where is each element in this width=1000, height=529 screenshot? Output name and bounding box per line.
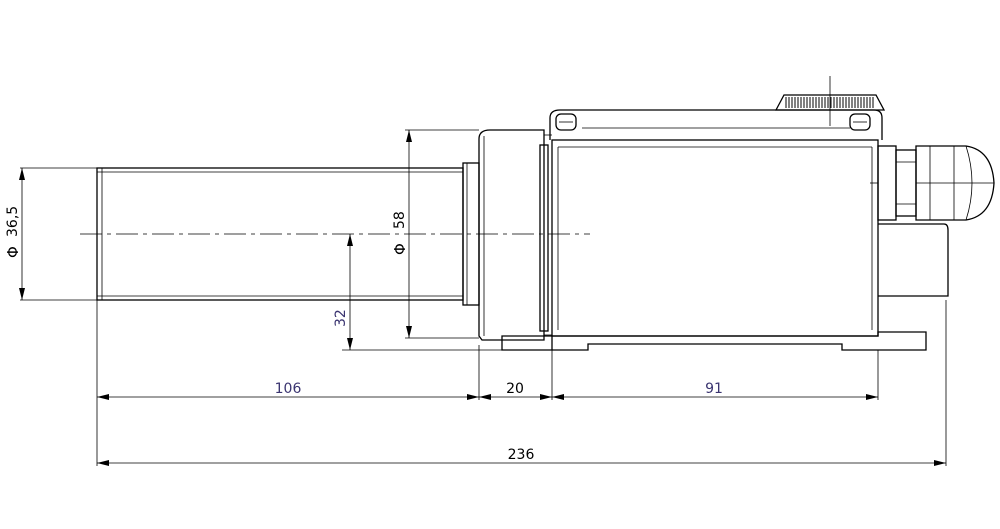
axis-height-value: 32 [333,309,349,327]
connector-box [878,223,949,297]
screw-right [849,113,871,131]
screw-left [555,113,577,131]
dia-large-symbol: Φ [391,243,409,255]
tube [96,167,464,301]
extension-lines [20,129,947,466]
dimension-body-length: 91 [552,381,878,400]
dia-small-symbol: Φ [4,246,22,258]
housing [501,109,927,351]
flange-length-value: 20 [506,381,524,397]
dimension-dia-large: Φ 58 [391,130,412,338]
dimension-axis-height: 32 [333,234,353,350]
tube-length-value: 106 [275,381,302,397]
knob [774,76,886,126]
body-length-value: 91 [705,381,723,397]
flange [478,129,552,341]
dimension-flange-length: 20 [479,381,552,400]
dimension-total-length: 236 [97,447,946,466]
dia-large-value: 58 [392,211,408,229]
dimension-dia-small: Φ 36,5 [4,168,25,300]
dia-small-value: 36,5 [5,206,21,237]
total-length-value: 236 [508,447,535,463]
cable-gland [870,145,995,221]
dimension-tube-length: 106 [97,381,479,400]
